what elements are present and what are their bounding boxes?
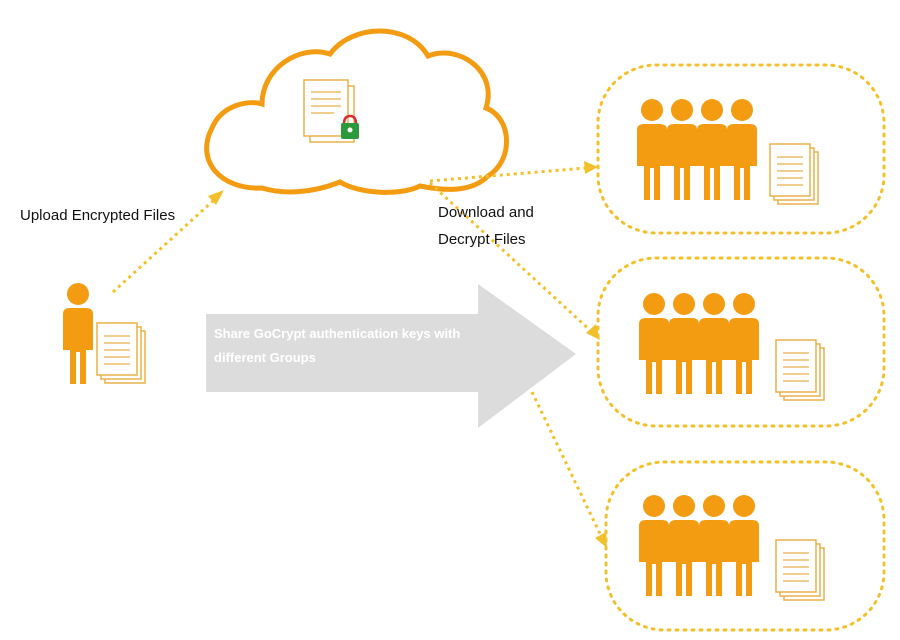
person-icon [63,283,93,384]
document-stack-icon [769,143,819,205]
cloud-icon [204,28,509,195]
share-label-line-1: Share GoCrypt authentication keys with [214,326,461,341]
document-stack-icon [96,322,146,384]
group-container-2 [596,256,886,428]
group-container-1 [596,63,886,235]
share-label-line-2: different Groups [214,350,316,365]
upload-arrow [111,190,224,294]
upload-label: Upload Encrypted Files [20,207,176,224]
people-group-icon [639,293,759,394]
encrypted-document-icon [303,79,359,143]
document-stack-icon [775,539,825,601]
group-container-3 [604,460,886,632]
people-group-icon [637,99,757,200]
download-label: Download and Decrypt Files [438,199,598,253]
document-stack-icon [775,339,825,401]
download-label-line-1: Download and [438,204,534,221]
download-label-line-2: Decrypt Files [438,231,526,248]
people-group-icon [639,495,759,596]
download-arrow-group-1 [429,161,598,183]
download-arrow-group-3 [530,391,607,548]
share-label: Share GoCrypt authentication keys with d… [214,322,514,370]
right-arrow-icon [206,284,576,428]
